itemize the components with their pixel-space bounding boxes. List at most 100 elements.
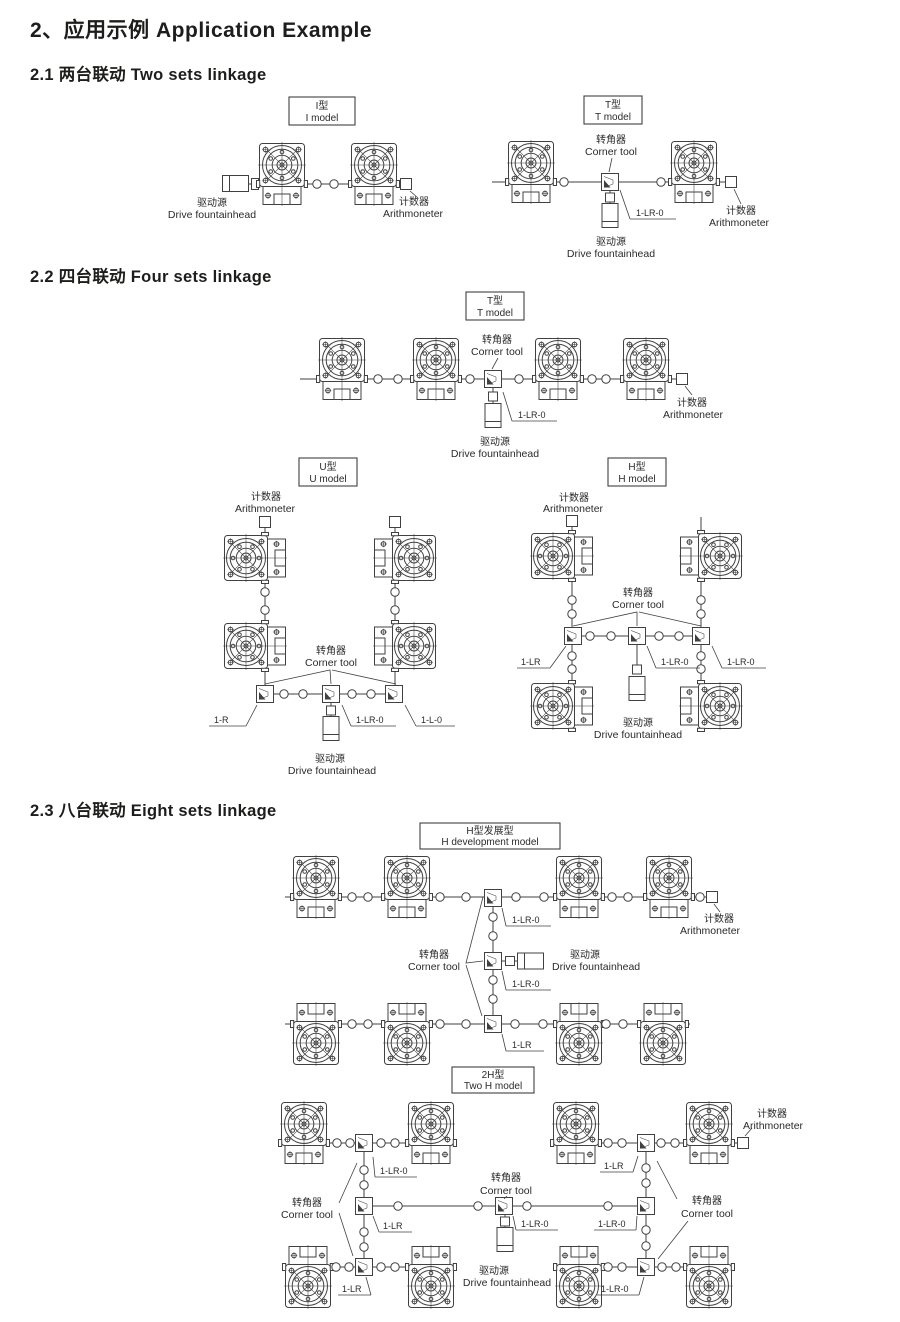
model-name-cn: U型 xyxy=(319,460,336,473)
gear-unit xyxy=(406,1245,457,1309)
svg-text:1-LR-0: 1-LR-0 xyxy=(598,1219,626,1229)
code-label: 1-LR xyxy=(372,1215,412,1233)
counter-label-cn: 计数器 xyxy=(559,491,589,504)
corner-tool xyxy=(385,685,403,703)
svg-text:1-LR-0: 1-LR-0 xyxy=(356,715,384,725)
counter-label-en: Arithmoneter xyxy=(680,925,741,937)
gear-unit xyxy=(406,1101,457,1165)
gear-unit xyxy=(317,337,368,401)
svg-text:1-LR-0: 1-LR-0 xyxy=(521,1219,549,1229)
corner-tool xyxy=(484,1015,502,1033)
counter-label-cn: 计数器 xyxy=(677,396,707,409)
corner-tool xyxy=(637,1134,655,1152)
model-name-en: H model xyxy=(618,474,655,485)
svg-text:1-LR: 1-LR xyxy=(521,657,541,667)
counter-label-cn: 计数器 xyxy=(757,1107,787,1120)
code-label: 1-LR-0 xyxy=(501,907,551,927)
corner-tool xyxy=(628,627,646,645)
svg-text:1-LR: 1-LR xyxy=(512,1040,532,1050)
svg-text:1-R: 1-R xyxy=(214,715,229,725)
section-heading-eight-sets: 2.3 八台联动 Eight sets linkage xyxy=(30,802,277,820)
corner-tool xyxy=(484,370,502,388)
corner-label-cn: 转角器 xyxy=(292,1196,322,1209)
gear-unit xyxy=(684,1101,735,1165)
corner-label-en: Corner tool xyxy=(408,961,460,973)
shaft-adapter xyxy=(632,664,642,675)
model-name-en: H development model xyxy=(441,837,538,848)
gear-unit xyxy=(533,337,584,401)
drive-motor xyxy=(222,175,249,192)
corner-tool xyxy=(355,1258,373,1276)
corner-label-en: Corner tool xyxy=(471,346,523,358)
section-heading-two-sets: 2.1 两台联动 Two sets linkage xyxy=(30,66,267,84)
corner-tool xyxy=(484,952,502,970)
model-name-en: T model xyxy=(477,308,513,319)
diagram-two-h-model: 2H型 Two H model xyxy=(278,1066,804,1309)
svg-text:1-LR-0: 1-LR-0 xyxy=(601,1284,629,1294)
corner-label-en: Corner tool xyxy=(305,657,357,669)
drive-label-en: Drive fountainhead xyxy=(451,448,539,460)
corner-tool xyxy=(495,1197,513,1215)
corner-label-cn: 转角器 xyxy=(419,948,449,961)
corner-tool xyxy=(256,685,274,703)
counter-label-cn: 计数器 xyxy=(704,912,734,925)
corner-label-en: Corner tool xyxy=(585,146,637,158)
code-label: 1-LR-0 xyxy=(646,645,700,669)
code-label: 1-LR xyxy=(338,1276,372,1296)
model-name-cn: H型 xyxy=(628,460,645,473)
model-label-box xyxy=(583,95,643,125)
drive-label-en: Drive fountainhead xyxy=(594,729,682,741)
corner-tool xyxy=(637,1258,655,1276)
model-label-box xyxy=(465,291,525,321)
drive-label-cn: 驱动源 xyxy=(623,716,653,729)
corner-tool xyxy=(322,685,340,703)
counter-label-en: Arithmoneter xyxy=(235,503,296,515)
gear-unit xyxy=(530,681,594,732)
svg-text:1-LR-0: 1-LR-0 xyxy=(512,979,540,989)
counter-box xyxy=(389,516,401,528)
corner-label-cn: 转角器 xyxy=(623,586,653,599)
model-name-cn: H型发展型 xyxy=(466,824,513,837)
gear-unit xyxy=(621,337,672,401)
corner-label-en: Corner tool xyxy=(612,599,664,611)
gear-unit xyxy=(382,855,433,919)
drive-label-en: Drive fountainhead xyxy=(288,765,376,777)
code-label: 1-LR-0 xyxy=(341,704,396,727)
model-name-en: T model xyxy=(595,112,631,123)
svg-text:1-L-0: 1-L-0 xyxy=(421,715,442,725)
code-label: 1-LR-0 xyxy=(372,1156,417,1178)
code-label: 1-LR-0 xyxy=(512,1215,558,1231)
drive-label-en: Drive fountainhead xyxy=(567,248,655,260)
svg-text:1-LR: 1-LR xyxy=(342,1284,362,1294)
svg-text:1-LR-0: 1-LR-0 xyxy=(518,410,546,420)
gear-unit xyxy=(554,1002,605,1066)
counter-label-cn: 计数器 xyxy=(726,204,756,217)
corner-label-en: Corner tool xyxy=(681,1208,733,1220)
gear-unit xyxy=(373,533,437,584)
svg-text:1-LR-0: 1-LR-0 xyxy=(636,208,664,218)
gear-unit xyxy=(257,142,308,206)
shaft-adapter xyxy=(505,956,515,966)
gear-unit xyxy=(679,681,743,732)
code-label: 1-LR-0 xyxy=(501,970,551,991)
gear-unit xyxy=(679,531,743,582)
drive-label-cn: 驱动源 xyxy=(570,948,600,961)
drive-label-cn: 驱动源 xyxy=(315,752,345,765)
corner-tool xyxy=(564,627,582,645)
model-name-en: Two H model xyxy=(464,1081,522,1092)
gear-unit xyxy=(551,1101,602,1165)
svg-text:1-LR-0: 1-LR-0 xyxy=(512,915,540,925)
drive-label-en: Drive fountainhead xyxy=(463,1277,551,1289)
corner-tool xyxy=(601,173,619,191)
corner-tool xyxy=(355,1197,373,1215)
model-name-cn: I型 xyxy=(316,99,329,112)
model-name-cn: 2H型 xyxy=(482,1068,505,1081)
diagram-u-model: U型 U model xyxy=(209,457,455,777)
gear-unit xyxy=(530,531,594,582)
counter-box xyxy=(400,178,412,190)
counter-label-en: Arithmoneter xyxy=(543,503,604,515)
gear-unit xyxy=(291,1002,342,1066)
code-label: 1-LR xyxy=(501,1033,544,1052)
model-label-box xyxy=(451,1066,535,1094)
